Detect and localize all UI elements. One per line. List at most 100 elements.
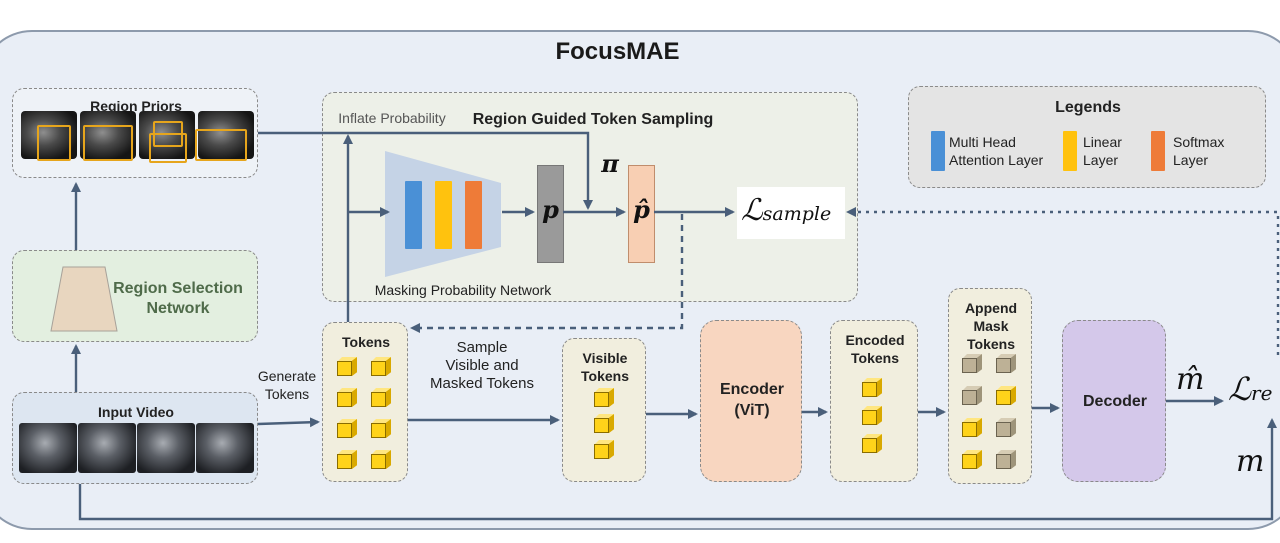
mask-token-cube [962,386,982,406]
region-priors-box: Region Priors [12,88,258,178]
token-cube [862,406,882,426]
input-video-box: Input Video [12,392,258,484]
video-frame-4 [196,423,254,473]
prior-bbox [83,125,133,161]
region-guided-title: Region Guided Token Sampling [472,111,714,128]
mask-token-cube [996,450,1016,470]
loss-reconstruction: ℒre [1228,370,1272,408]
p-box [537,165,564,263]
generate-tokens-label: Generate Tokens [246,367,328,403]
legend-swatch-softmax [1151,131,1165,171]
prior-bbox [195,129,247,161]
token-cube [862,378,882,398]
legends-title: Legends [1055,99,1121,116]
prior-frame-1 [21,111,77,159]
token-cube [594,388,614,408]
token-cube [371,419,391,439]
visible-tokens-label: Visible Tokens [563,349,647,385]
loss-sample-subscript: sample [762,203,832,225]
video-frame-1 [19,423,77,473]
masking-network-label: Masking Probability Network [374,282,552,298]
visible-tokens-line2: Tokens [581,368,629,384]
legend-swatch-attention [931,131,945,171]
softmax-layer-bar [465,181,482,249]
token-cube [337,419,357,439]
mask-token-cube [962,354,982,374]
loss-sample-symbol: ℒ [741,193,763,228]
token-cube [962,418,982,438]
generate-tokens-line1: Generate [257,368,317,384]
encoded-tokens-box: Encoded Tokens [830,320,918,482]
region-selection-line1: Region Selection [113,280,243,297]
token-cube [371,450,391,470]
loss-rec-subscript: re [1251,381,1273,405]
input-video-label: Input Video [98,404,174,420]
append-mask-label: Append Mask Tokens [949,299,1033,353]
region-guided-sampling-box: Region Guided Token Sampling Inflate Pro… [322,92,858,302]
sample-line1: Sample [456,339,508,356]
region-selection-box: Region Selection Network [12,250,258,342]
video-frame-2 [78,423,136,473]
token-cube [371,388,391,408]
token-cube [594,414,614,434]
append-mask-line1: Append [964,300,1018,316]
append-mask-tokens-box: Append Mask Tokens [948,288,1032,484]
prior-bbox [149,133,187,163]
encoder-label: Encoder (ViT) [701,379,803,421]
inflate-probability-label: Inflate Probability [338,110,446,126]
decoder-box: Decoder [1062,320,1166,482]
prior-bbox [153,121,183,147]
p-hat-box [628,165,655,263]
pi-symbol: π [601,149,619,178]
token-cube [337,388,357,408]
token-cube [996,386,1016,406]
encoded-tokens-line1: Encoded [845,332,905,348]
legend-softmax-label: Softmax Layer [1173,133,1224,169]
legend-swatch-linear [1063,131,1077,171]
token-cube [594,440,614,460]
loss-sample-box [737,187,845,239]
m-hat-symbol: m̂ [1176,362,1205,397]
prior-frame-2 [80,111,136,159]
diagram-title: FocusMAE [555,38,680,65]
legend-attention-label: Multi Head Attention Layer [949,133,1043,169]
encoded-tokens-line2: Tokens [851,350,899,366]
arrow-video-to-loss-rec [78,418,1277,521]
prior-bbox [37,125,71,161]
tokens-box: Tokens [322,322,408,482]
region-selection-trapezoid [50,266,118,332]
legend-linear-line2: Layer [1083,152,1119,168]
token-cube [962,450,982,470]
legend-linear-line1: Linear [1083,134,1122,150]
encoder-line1: Encoder [719,381,784,398]
arrow-lossrec-to-losssample [846,207,1280,355]
legend-attention-line2: Attention Layer [949,152,1044,168]
tokens-label: Tokens [342,334,390,350]
m-symbol: m [1236,444,1265,479]
sample-line2: Visible and [445,357,519,374]
prior-frame-4 [198,111,254,159]
arrow-priors-to-phat [258,131,593,210]
token-cube [371,357,391,377]
encoded-tokens-label: Encoded Tokens [831,331,919,367]
sample-tokens-label: Sample Visible and Masked Tokens [412,339,552,393]
generate-tokens-line2: Tokens [264,386,310,402]
legend-softmax-line2: Layer [1173,152,1209,168]
attention-layer-bar [405,181,422,249]
encoder-line2: (ViT) [734,402,770,419]
token-cube [862,434,882,454]
mask-token-cube [996,418,1016,438]
region-priors-label: Region Priors [90,98,182,114]
loss-rec-symbol: ℒ [1228,370,1252,408]
arrow-phat-to-tokens [410,214,684,333]
p-symbol: p [542,195,559,224]
append-mask-line2: Mask [973,318,1009,334]
legend-attention-line1: Multi Head [949,134,1016,150]
region-selection-line2: Network [146,300,210,317]
region-selection-label: Region Selection Network [93,279,263,319]
visible-tokens-line1: Visible [582,350,628,366]
loss-sample: ℒsample [741,193,831,228]
token-cube [337,357,357,377]
legends-box: Legends Multi Head Attention Layer Linea… [908,86,1266,188]
